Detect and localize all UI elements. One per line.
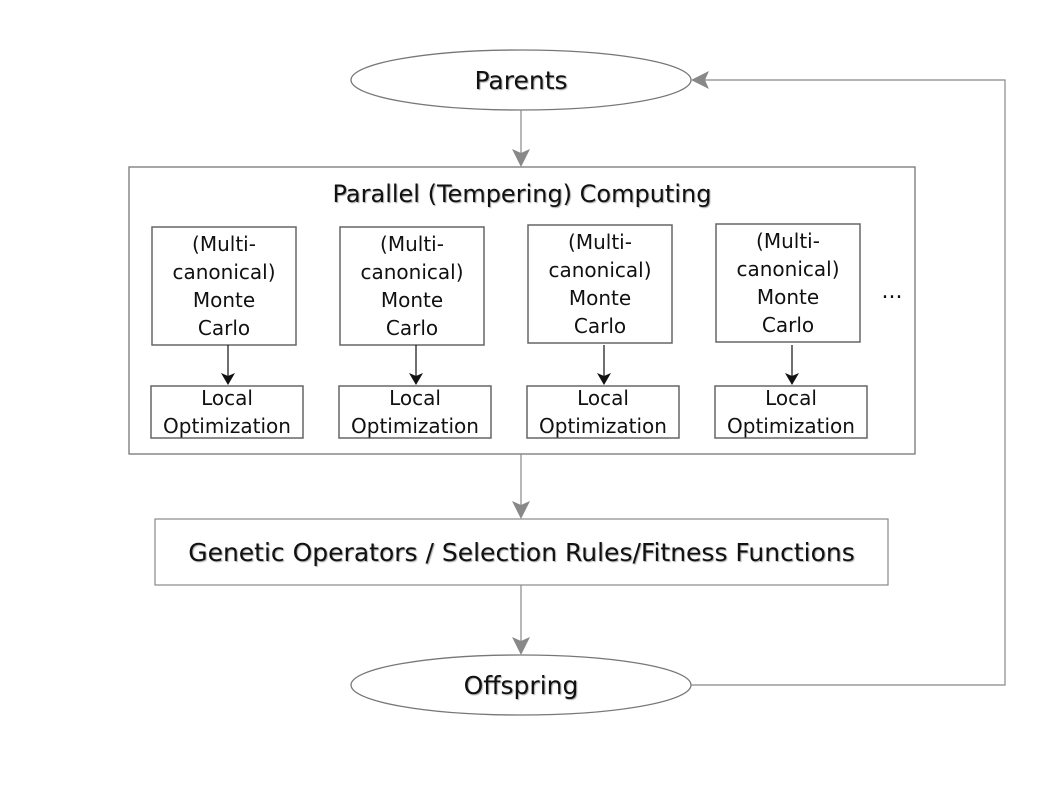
monte-carlo-box: [527, 224, 673, 344]
local-optimization-box: [150, 385, 304, 439]
genetic-operators-label: Genetic Operators / Selection Rules/Fitn…: [188, 537, 855, 567]
local-optimization-box: [526, 385, 680, 439]
monte-carlo-box: [339, 226, 485, 346]
feedback-loop-arrow: [691, 71, 1006, 686]
worker-column-1: [150, 226, 304, 439]
parents-label: Parents: [474, 65, 568, 95]
worker-column-4: [714, 223, 868, 439]
parallel-title: Parallel (Tempering) Computing: [332, 180, 712, 208]
monte-carlo-box: [151, 226, 297, 346]
local-optimization-box: [714, 385, 868, 439]
monte-carlo-box: [715, 223, 861, 343]
offspring-label: Offspring: [463, 670, 579, 700]
genetic-operators-box: [154, 518, 889, 586]
more-workers-ellipsis: ...: [881, 278, 903, 304]
local-optimization-box: [338, 385, 492, 439]
worker-column-2: [338, 226, 492, 439]
worker-column-3: [526, 224, 680, 439]
